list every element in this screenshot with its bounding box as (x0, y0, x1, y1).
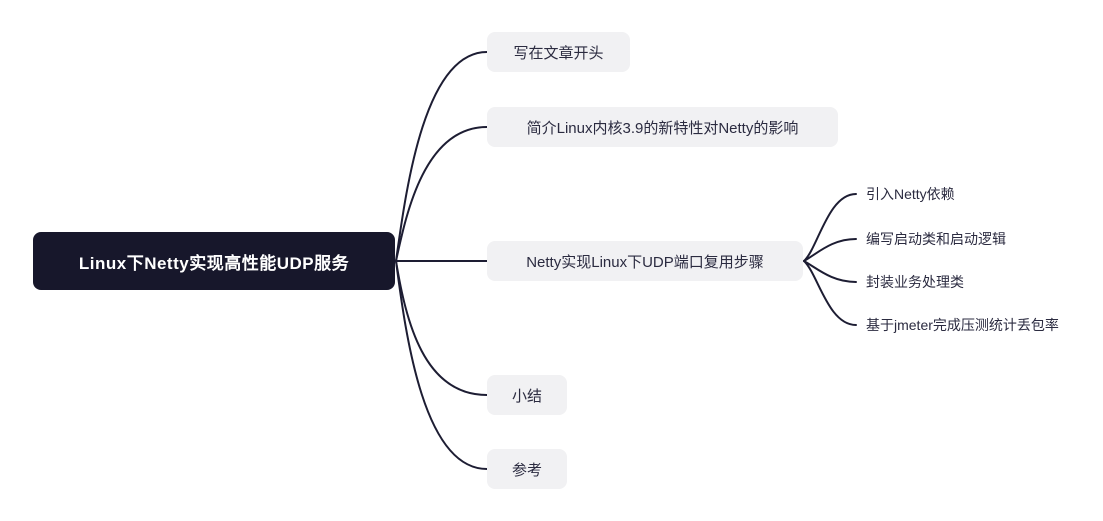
edge-steps-to-launcher (803, 238, 857, 262)
leaf-node-label: 封装业务处理类 (866, 274, 964, 290)
edge-root-to-intro (395, 51, 488, 262)
branch-node-kernel-feature[interactable]: 简介Linux内核3.9的新特性对Netty的影响 (487, 107, 838, 147)
leaf-node-label: 编写启动类和启动逻辑 (866, 231, 1006, 247)
root-node[interactable]: Linux下Netty实现高性能UDP服务 (33, 232, 395, 290)
edge-steps-to-handler (803, 260, 857, 283)
leaf-node-jmeter-loss-rate[interactable]: 基于jmeter完成压测统计丢包率 (866, 315, 1059, 335)
branch-node-label: 参考 (511, 461, 542, 479)
branch-node-summary[interactable]: 小结 (487, 375, 567, 415)
leaf-node-business-handler[interactable]: 封装业务处理类 (866, 272, 964, 292)
edge-root-to-references (395, 260, 488, 470)
edge-steps-to-dependency (803, 193, 857, 262)
leaf-node-netty-dependency[interactable]: 引入Netty依赖 (866, 184, 955, 204)
leaf-node-label: 引入Netty依赖 (866, 186, 955, 202)
edge-root-to-kernel (395, 126, 488, 262)
branch-node-label: 小结 (511, 387, 542, 405)
branch-node-udp-steps[interactable]: Netty实现Linux下UDP端口复用步骤 (487, 241, 803, 281)
branch-node-intro[interactable]: 写在文章开头 (487, 32, 630, 72)
leaf-node-label: 基于jmeter完成压测统计丢包率 (866, 317, 1059, 333)
branch-node-references[interactable]: 参考 (487, 449, 567, 489)
branch-node-label: 简介Linux内核3.9的新特性对Netty的影响 (526, 119, 799, 137)
leaf-node-launcher-logic[interactable]: 编写启动类和启动逻辑 (866, 229, 1006, 249)
edge-steps-to-jmeter (803, 260, 857, 326)
branch-node-label: 写在文章开头 (513, 44, 604, 62)
root-node-label: Linux下Netty实现高性能UDP服务 (78, 253, 350, 273)
edge-root-to-summary (395, 260, 488, 396)
branch-node-label: Netty实现Linux下UDP端口复用步骤 (526, 253, 764, 271)
